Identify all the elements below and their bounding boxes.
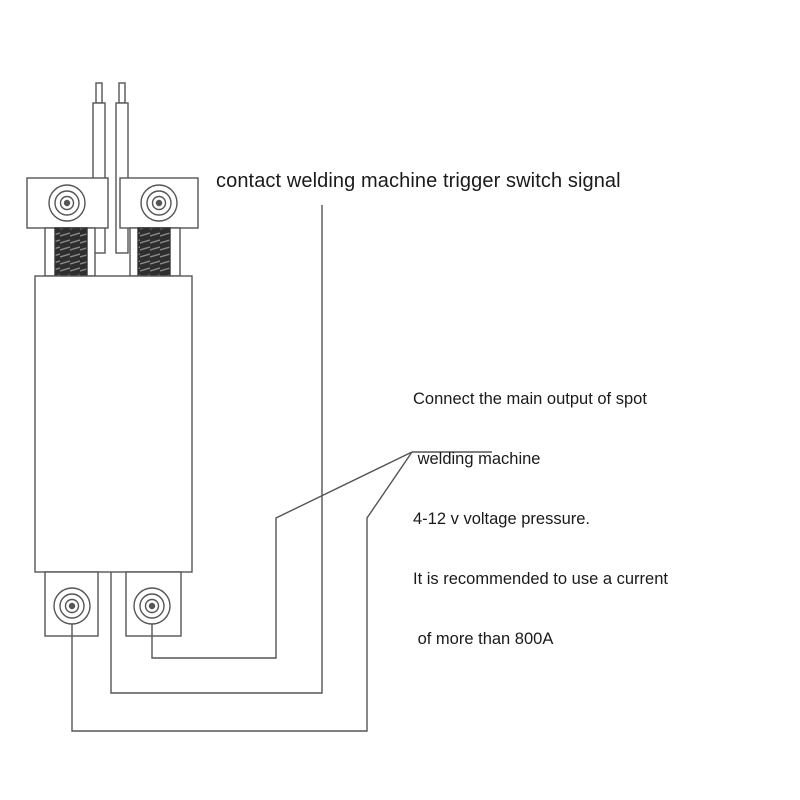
threaded-stud-left [44,227,96,277]
trigger-signal-label: contact welding machine trigger switch s… [216,170,621,192]
output-wire-inner [151,451,413,659]
output-wire-outer [71,451,413,732]
threaded-stud-right [129,227,181,277]
output-note-line: of more than 800A [413,630,554,648]
output-note-line: It is recommended to use a current [413,570,668,588]
main-output-note: Connect the main output of spot welding … [413,349,668,669]
output-note-line: Connect the main output of spot [413,390,647,408]
bottom-screw-left-icon [53,587,91,625]
top-screw-left-icon [48,184,86,222]
output-note-line: welding machine [413,450,541,468]
top-screw-right-icon [140,184,178,222]
output-note-line: 4-12 v voltage pressure. [413,510,591,528]
switch-module-body [34,275,193,573]
trigger-signal-wire [110,205,323,694]
bottom-screw-right-icon [133,587,171,625]
